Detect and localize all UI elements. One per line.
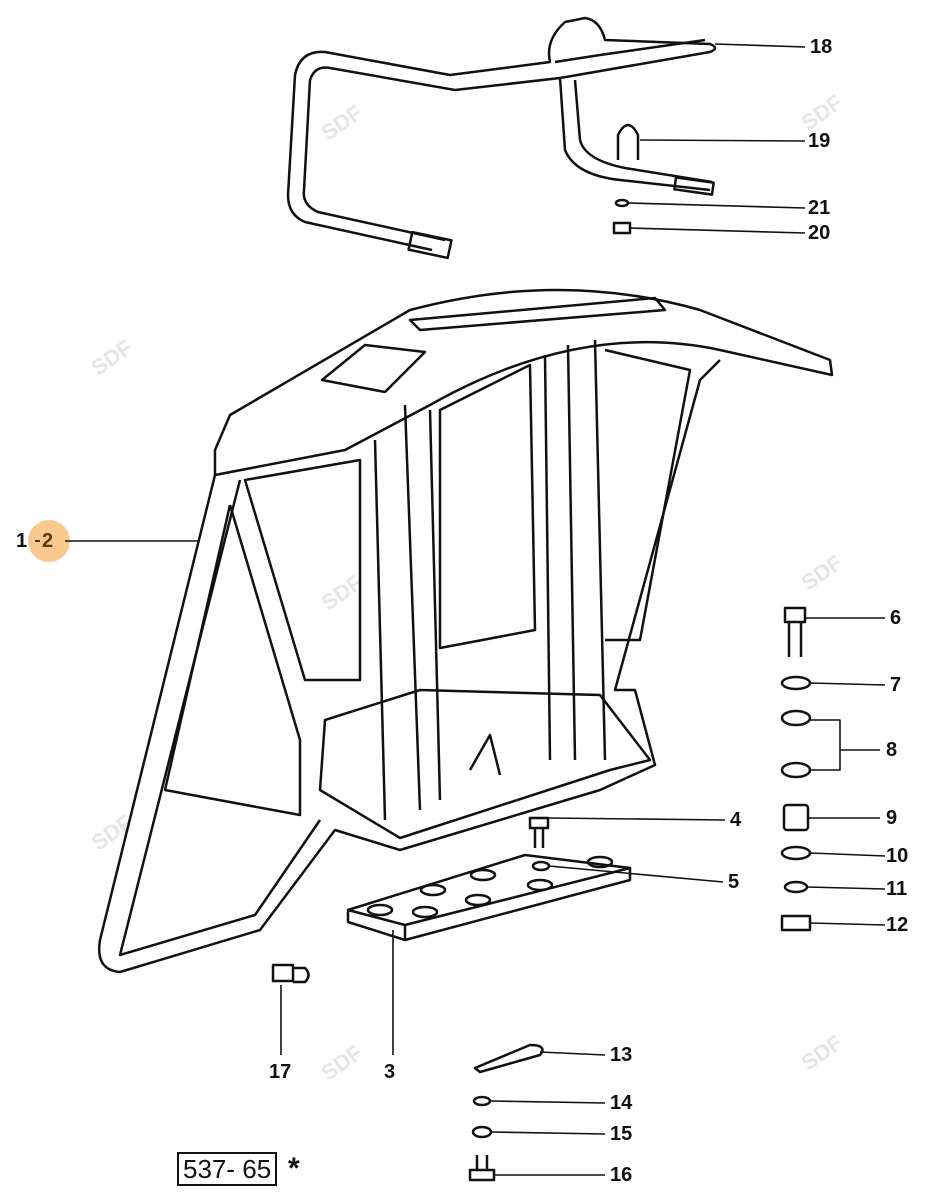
callout-16[interactable]: 16 [610,1164,633,1186]
lock-washer-11 [783,880,809,894]
washer-5 [531,860,551,872]
callout-15[interactable]: 15 [610,1123,633,1145]
leader-lines [35,43,886,1176]
lock-washer-15 [471,1125,493,1139]
bushing-9 [782,803,810,832]
washer-14 [472,1095,492,1107]
callout-1[interactable]: 1 [16,530,28,552]
callout-6[interactable]: 6 [890,607,902,629]
washer-7 [780,675,812,691]
roll-bar-18 [286,16,717,260]
callout-12[interactable]: 12 [886,914,909,936]
nut-20 [612,221,632,235]
callout-7[interactable]: 7 [890,674,902,696]
callout-4[interactable]: 4 [730,809,742,831]
callout-18[interactable]: 18 [810,36,833,58]
reference-code-box: 537- 65 [177,1152,278,1186]
cab-frame-1-2 [97,288,834,974]
washer-21 [614,198,630,208]
washer-10 [780,845,812,861]
spacer-8b [780,761,812,779]
callout-19[interactable]: 19 [808,130,831,152]
callout-2[interactable]: 2 [42,530,54,552]
callout-10[interactable]: 10 [886,845,909,867]
callout-14[interactable]: 14 [610,1092,633,1114]
spacer-8a [780,709,812,727]
strap-13 [473,1043,544,1074]
callout-3[interactable]: 3 [384,1061,396,1083]
u-bolt-19 [616,123,640,160]
bolt-17 [271,963,310,984]
callout-20[interactable]: 20 [808,222,831,244]
plate-3 [346,853,632,942]
nut-12 [780,914,812,932]
bolt-6 [783,606,807,657]
callout-13[interactable]: 13 [610,1044,633,1066]
callout-11[interactable]: 11 [886,878,908,900]
screw-16 [468,1155,496,1182]
reference-mark: * [288,1152,300,1185]
callout-17[interactable]: 17 [269,1061,292,1083]
callout-5[interactable]: 5 [728,871,740,893]
bolt-4 [528,816,550,848]
callout-9[interactable]: 9 [886,807,898,829]
callout-21[interactable]: 21 [808,197,831,219]
callout-8[interactable]: 8 [886,739,898,761]
